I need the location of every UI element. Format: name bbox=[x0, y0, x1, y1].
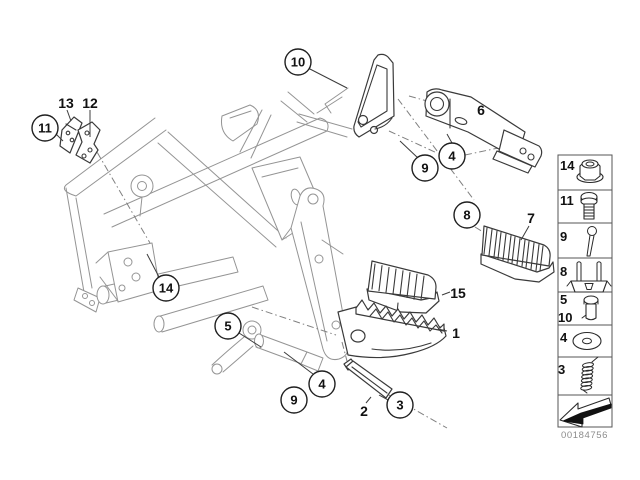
legend-row-9[interactable]: 9 bbox=[560, 226, 597, 257]
callout-4-lower[interactable]: 4 bbox=[308, 370, 336, 398]
direction-arrow-icon bbox=[559, 397, 612, 428]
callout-8[interactable]: 8 bbox=[453, 201, 481, 229]
callout-label: 11 bbox=[38, 121, 52, 136]
part-rubber-pad-large bbox=[480, 225, 555, 283]
callout-label: 8 bbox=[463, 208, 470, 223]
legend-ref-label: 11 bbox=[560, 193, 574, 208]
part-rubber-pad-small bbox=[366, 260, 440, 314]
legend-ref-label: 9 bbox=[560, 229, 567, 244]
spring-icon bbox=[580, 356, 599, 394]
part-footrest-bracket bbox=[424, 88, 543, 174]
callout-10[interactable]: 10 bbox=[284, 48, 312, 76]
motorcycle-frame-art bbox=[63, 87, 353, 375]
part-label-2[interactable]: 2 bbox=[360, 403, 368, 419]
callout-label: 3 bbox=[396, 398, 403, 413]
part-serrated-footpeg bbox=[337, 299, 447, 359]
legend-row-5-10[interactable]: 5 10 bbox=[558, 292, 599, 325]
legend-row-8[interactable]: 8 bbox=[560, 261, 612, 293]
legend-ref-label: 3 bbox=[558, 362, 565, 377]
callout-label: 4 bbox=[448, 149, 456, 164]
callout-label: 14 bbox=[159, 281, 174, 296]
part-bracket-13 bbox=[59, 116, 83, 154]
flange-bolt-icon bbox=[580, 191, 598, 220]
legend-row-arrow[interactable] bbox=[559, 397, 612, 428]
part-label-6[interactable]: 6 bbox=[477, 102, 485, 118]
part-label-15[interactable]: 15 bbox=[450, 285, 466, 301]
legend-table: 14 11 9 bbox=[557, 154, 613, 428]
part-label-1[interactable]: 1 bbox=[452, 325, 460, 341]
callout-5[interactable]: 5 bbox=[214, 312, 242, 340]
legend-row-11[interactable]: 11 bbox=[560, 191, 598, 220]
legend-ref-label-2: 10 bbox=[558, 310, 572, 325]
callout-label: 5 bbox=[224, 319, 231, 334]
legend-ref-label: 14 bbox=[560, 158, 575, 173]
callout-leader-lines bbox=[55, 67, 530, 404]
callout-label: 10 bbox=[291, 55, 305, 70]
callout-3[interactable]: 3 bbox=[386, 391, 414, 419]
legend-ref-label: 8 bbox=[560, 264, 567, 279]
callout-label: 9 bbox=[421, 161, 428, 176]
callout-9-upper[interactable]: 9 bbox=[411, 154, 439, 182]
part-label-7[interactable]: 7 bbox=[527, 210, 535, 226]
flange-nut-icon bbox=[576, 159, 604, 184]
legend-row-4[interactable]: 4 bbox=[560, 330, 602, 351]
legend-row-3[interactable]: 3 bbox=[558, 356, 599, 394]
part-heel-loop bbox=[353, 53, 395, 138]
legend-ref-label: 4 bbox=[560, 330, 568, 345]
callout-4-upper[interactable]: 4 bbox=[438, 142, 466, 170]
callout-14[interactable]: 14 bbox=[152, 274, 180, 302]
part-pin bbox=[343, 358, 393, 399]
legend-ref-label: 5 bbox=[560, 292, 567, 307]
callout-11[interactable]: 11 bbox=[31, 114, 59, 142]
collar-screw-icon bbox=[581, 295, 599, 321]
clevis-pin-icon bbox=[586, 226, 597, 257]
callout-label: 4 bbox=[318, 377, 326, 392]
part-bracket-12 bbox=[75, 121, 101, 164]
part-label-12[interactable]: 12 bbox=[82, 95, 98, 111]
washer-icon bbox=[572, 331, 602, 351]
clamp-icon bbox=[566, 261, 612, 293]
callout-9-lower[interactable]: 9 bbox=[280, 386, 308, 414]
legend-row-14[interactable]: 14 bbox=[560, 158, 604, 184]
callout-label: 9 bbox=[290, 393, 297, 408]
part-label-13[interactable]: 13 bbox=[58, 95, 74, 111]
image-number: 00184756 bbox=[561, 430, 608, 441]
